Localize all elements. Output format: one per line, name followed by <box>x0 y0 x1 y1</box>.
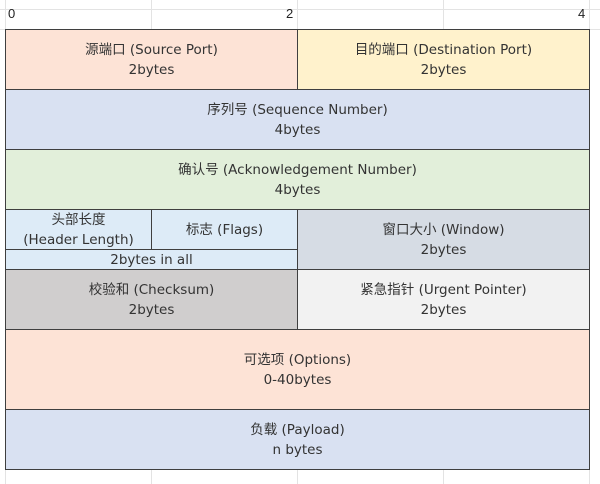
options-field: 可选项 (Options) 0-40bytes <box>5 329 590 410</box>
destination-port-size: 2bytes <box>420 61 467 78</box>
sequence-number-label: 序列号 (Sequence Number) <box>207 101 388 118</box>
acknowledgement-number-size: 4bytes <box>274 181 321 198</box>
destination-port-label: 目的端口 (Destination Port) <box>354 41 533 58</box>
source-port-field: 源端口 (Source Port) 2bytes <box>5 29 298 90</box>
ruler-label-end: 4 <box>578 6 586 21</box>
header-length-label-chinese: 头部长度 <box>51 211 106 228</box>
payload-field: 负载 (Payload) n bytes <box>5 409 590 470</box>
window-label: 窗口大小 (Window) <box>382 221 505 238</box>
window-size: 2bytes <box>420 241 467 258</box>
flags-field: 标志 (Flags) <box>151 209 298 250</box>
window-field: 窗口大小 (Window) 2bytes <box>297 209 590 270</box>
flags-label: 标志 (Flags) <box>185 221 264 238</box>
source-port-size: 2bytes <box>128 61 175 78</box>
header-length-label-english: (Header Length) <box>23 231 134 248</box>
payload-label: 负载 (Payload) <box>250 421 345 438</box>
payload-size: n bytes <box>272 441 323 458</box>
grid-row-line <box>0 9 600 10</box>
urgent-pointer-label: 紧急指针 (Urgent Pointer) <box>360 281 527 298</box>
checksum-label: 校验和 (Checksum) <box>88 281 215 298</box>
header-length-flags-size: 2bytes in all <box>110 251 193 268</box>
urgent-pointer-size: 2bytes <box>420 301 467 318</box>
header-length-field: 头部长度 (Header Length) <box>5 209 152 250</box>
ruler-label-mid: 2 <box>286 6 294 21</box>
destination-port-field: 目的端口 (Destination Port) 2bytes <box>297 29 590 90</box>
source-port-label: 源端口 (Source Port) <box>85 41 218 58</box>
acknowledgement-number-field: 确认号 (Acknowledgement Number) 4bytes <box>5 149 590 210</box>
ruler-label-start: 0 <box>8 6 16 21</box>
header-length-flags-size-field: 2bytes in all <box>5 249 298 270</box>
sequence-number-size: 4bytes <box>274 121 321 138</box>
sequence-number-field: 序列号 (Sequence Number) 4bytes <box>5 89 590 150</box>
urgent-pointer-field: 紧急指针 (Urgent Pointer) 2bytes <box>297 269 590 330</box>
checksum-field: 校验和 (Checksum) 2bytes <box>5 269 298 330</box>
acknowledgement-number-label: 确认号 (Acknowledgement Number) <box>178 161 417 178</box>
options-label: 可选项 (Options) <box>243 351 352 368</box>
checksum-size: 2bytes <box>128 301 175 318</box>
options-size: 0-40bytes <box>263 371 332 388</box>
